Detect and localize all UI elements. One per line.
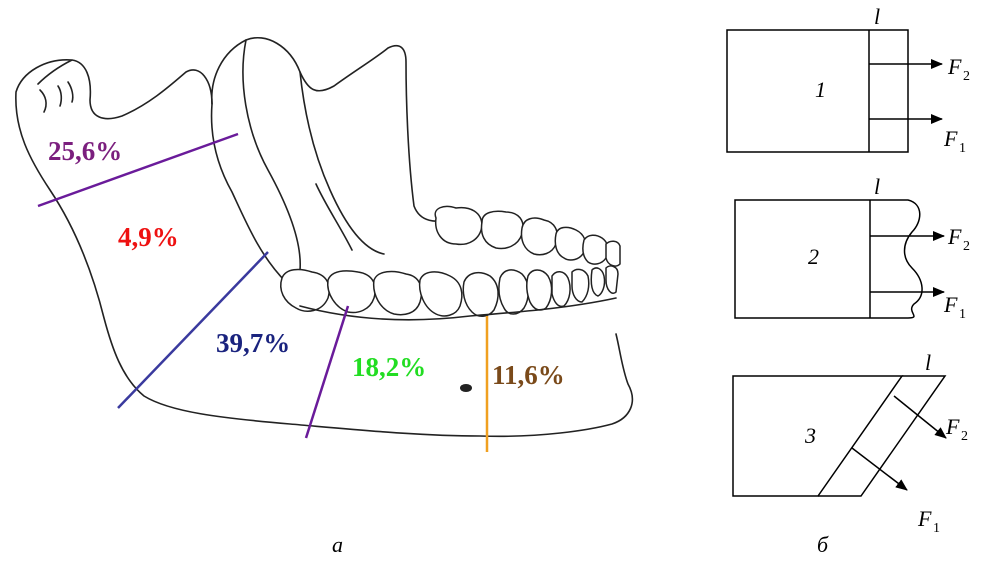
diagram-3-force-bottom-sub: 1: [933, 521, 940, 536]
diagram-3-arrow-f1: [852, 448, 907, 490]
diagram-3-number: 3: [804, 423, 816, 448]
diagram-3-force-bottom: F: [917, 506, 932, 531]
diagram-2-length: l: [874, 174, 880, 199]
diagram-2-force-top-sub: 2: [963, 239, 970, 254]
diagram-1-force-bottom-sub: 1: [959, 141, 966, 156]
mental-foramen: [460, 384, 472, 392]
fracture-line-body: [306, 306, 348, 438]
diagram-3: 3 l F 2 F 1: [733, 350, 968, 536]
label-ramus-percent: 4,9%: [118, 222, 179, 252]
upper-teeth: [435, 206, 620, 266]
diagram-2-force-top: F: [947, 224, 962, 249]
diagram-3-arrow-f2: [894, 396, 946, 438]
label-chin-percent: 11,6%: [492, 360, 565, 390]
diagram-3-oblique-strip: [818, 376, 945, 496]
caption-a: а: [332, 532, 343, 557]
diagram-3-block: [733, 376, 902, 496]
diagram-3-force-top-sub: 2: [961, 429, 968, 444]
condyle-marks: [40, 82, 73, 112]
label-body-percent: 18,2%: [352, 352, 426, 382]
diagram-1-force-bottom: F: [943, 126, 958, 151]
diagram-1-force-top-sub: 2: [963, 69, 970, 84]
inner-ramus: [243, 40, 384, 270]
diagram-2-number: 2: [808, 244, 819, 269]
diagram-2-wavy-edge: [870, 200, 922, 318]
lower-teeth: [281, 266, 618, 316]
label-angle-percent: 39,7%: [216, 328, 290, 358]
label-condyle-percent: 25,6%: [48, 136, 122, 166]
diagram-3-length: l: [925, 350, 931, 375]
diagram-1: 1 l F 2 F 1: [727, 4, 970, 156]
diagram-2-block: [735, 200, 870, 318]
diagram-1-length: l: [874, 4, 880, 29]
diagram-2-force-bottom: F: [943, 292, 958, 317]
caption-b: б: [817, 532, 829, 557]
diagram-2-force-bottom-sub: 1: [959, 307, 966, 322]
diagram-2: 2 l F 2 F 1: [735, 174, 970, 322]
diagram-1-number: 1: [815, 77, 826, 102]
diagram-1-force-top: F: [947, 54, 962, 79]
diagram-3-force-top: F: [945, 414, 960, 439]
